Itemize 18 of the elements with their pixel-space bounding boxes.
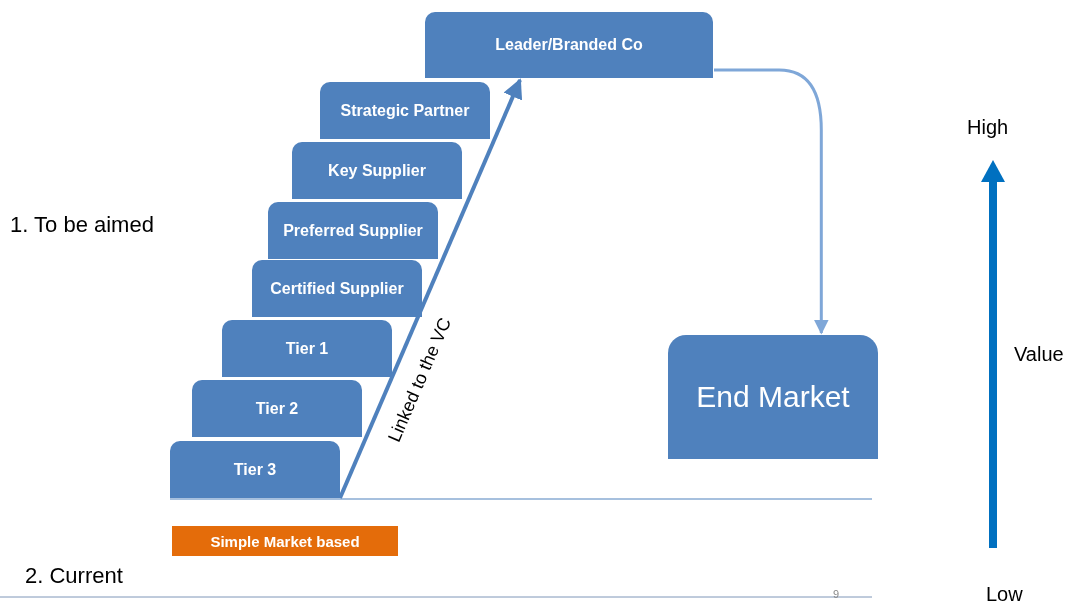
step-box: Certified Supplier bbox=[252, 260, 422, 317]
step-box: Preferred Supplier bbox=[268, 202, 438, 259]
axis-label: High bbox=[967, 116, 1009, 139]
arrow bbox=[338, 78, 523, 499]
market-tag: Simple Market based bbox=[172, 526, 398, 556]
page-number: 9 bbox=[833, 588, 840, 600]
arrow bbox=[714, 68, 829, 335]
step-box: Tier 1 bbox=[222, 320, 392, 377]
axis-label: Low bbox=[986, 583, 1023, 603]
step-box: Leader/Branded Co bbox=[425, 12, 713, 78]
step-box: Strategic Partner bbox=[320, 82, 490, 139]
stage-label: 2. Current bbox=[25, 563, 123, 589]
step-box: Key Supplier bbox=[292, 142, 462, 199]
market-box: End Market bbox=[668, 335, 878, 459]
axis-label: Value bbox=[1014, 343, 1064, 366]
stage-label: 1. To be aimed bbox=[10, 212, 154, 238]
step-box: Tier 2 bbox=[192, 380, 362, 437]
step-box: Tier 3 bbox=[170, 441, 340, 498]
